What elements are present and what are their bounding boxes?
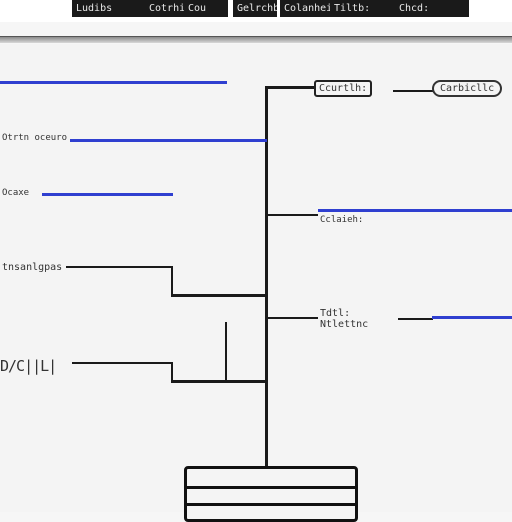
branch-connector (72, 362, 172, 364)
node-label: D/C||L| (0, 357, 57, 375)
accent-line (70, 139, 267, 142)
node-label: tnsanlgpas (2, 262, 63, 273)
diagram-canvas (0, 44, 512, 512)
branch-connector (225, 322, 227, 380)
top-bar: Ludibs Cotrhi: Cou Gelrchb:: Colanheis: … (0, 0, 512, 22)
branch-connector (268, 214, 318, 216)
branch-connector (398, 318, 433, 320)
base-block[interactable] (184, 466, 358, 522)
branch-connector (171, 380, 267, 383)
title-segment[interactable]: Cotrhi: (145, 0, 189, 17)
branch-connector (171, 294, 267, 297)
title-segment[interactable]: Cou (184, 0, 228, 17)
node-label: Ntlettnc (320, 319, 369, 330)
title-segment[interactable]: Tiltb: (330, 0, 398, 17)
title-segment[interactable]: Gelrchb:: (233, 0, 277, 17)
node-label: Otrtn oceuro (2, 133, 68, 143)
node-box[interactable]: Ccurtlh: (314, 80, 373, 97)
branch-connector (171, 266, 173, 297)
accent-line (318, 209, 512, 212)
accent-line (432, 316, 512, 319)
trunk-connector (265, 86, 268, 468)
title-segment[interactable]: Chcd: (395, 0, 469, 17)
node-pill[interactable]: Carbicllc (432, 80, 503, 97)
branch-connector (393, 90, 433, 92)
accent-line (0, 81, 227, 84)
node-label: Ocaxe (2, 188, 30, 198)
branch-connector (265, 86, 315, 89)
node-label: Tdtl: (320, 308, 351, 319)
title-segment[interactable]: Colanheis: (280, 0, 334, 17)
accent-line (42, 193, 173, 196)
node-label: Cclaieh: (320, 215, 364, 225)
block-divider (187, 503, 355, 506)
title-segment[interactable]: Ludibs (72, 0, 150, 17)
branch-connector (66, 266, 172, 268)
toolbar-divider (0, 36, 512, 43)
branch-connector (268, 317, 318, 319)
branch-connector (171, 362, 173, 383)
block-divider (187, 486, 355, 489)
